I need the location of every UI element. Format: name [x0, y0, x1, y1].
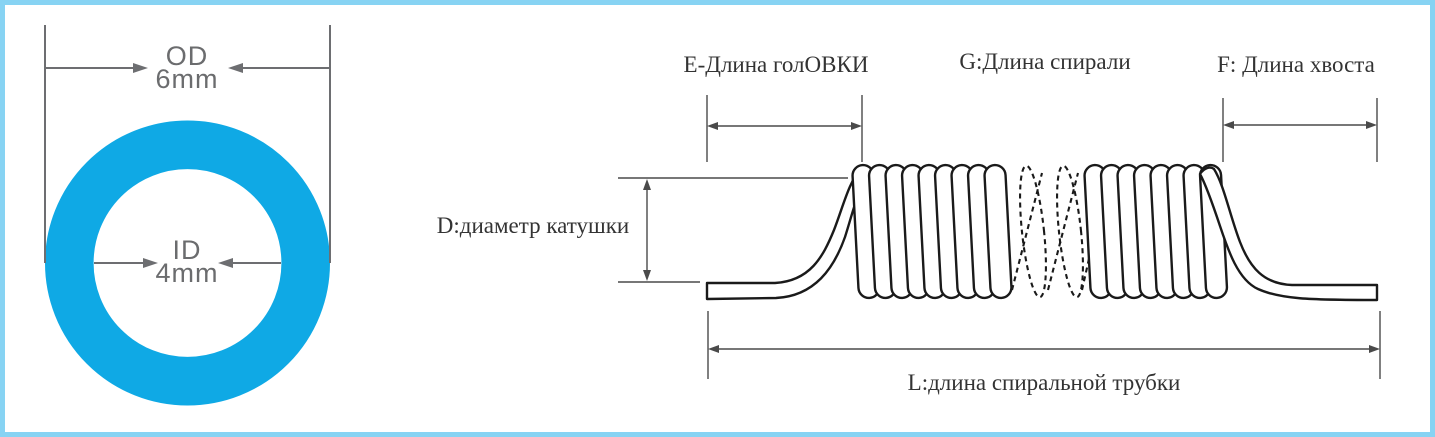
head-length-label: Е-Длина голОВКИ	[683, 52, 869, 77]
l-arrowhead-right	[1369, 345, 1380, 353]
id-dimension	[94, 258, 281, 268]
head-tube	[705, 167, 871, 301]
f-arrowhead-left	[1223, 121, 1234, 129]
id-arrowhead-right	[218, 258, 233, 268]
hidden-loop	[1019, 164, 1047, 299]
e-arrowhead-right	[851, 122, 862, 130]
hidden-loop-back-line	[1010, 172, 1044, 291]
id-label: ID	[172, 235, 202, 265]
tail-length-label: F: Длина хвоста	[1217, 52, 1375, 77]
l-dimension	[707, 311, 1381, 379]
coil-loops-front	[851, 163, 1013, 300]
f-dimension	[1222, 98, 1378, 162]
coil-drawing	[705, 163, 1379, 302]
tube-cross-section	[44, 25, 331, 406]
od-dimension	[44, 25, 331, 263]
d-arrowhead-bottom	[643, 270, 651, 281]
od-label: OD	[165, 41, 209, 71]
l-arrowhead-left	[708, 345, 719, 353]
coil-diameter-label: D:диаметр катушки	[436, 213, 630, 238]
tube-ring	[45, 120, 330, 406]
id-arrowhead-left	[143, 258, 158, 268]
od-label-block: OD 6mm	[102, 41, 272, 94]
e-dimension	[706, 95, 863, 162]
id-value: 4mm	[155, 258, 219, 288]
hidden-loop	[1056, 164, 1084, 299]
od-arrowhead-left	[133, 63, 148, 73]
od-arrowhead-right	[228, 63, 243, 73]
d-arrowhead-top	[643, 179, 651, 190]
hidden-loop-back-line	[1046, 172, 1080, 291]
spiral-length-label: G:Длина спирали	[959, 49, 1131, 74]
total-length-label: L:длина спиральной трубки	[907, 370, 1181, 395]
od-value: 6mm	[155, 64, 219, 94]
id-label-block: ID 4mm	[102, 235, 272, 288]
coil-loops-front	[1083, 163, 1229, 300]
f-arrowhead-right	[1366, 121, 1377, 129]
coil-dimensions	[618, 95, 1381, 379]
e-arrowhead-left	[707, 122, 718, 130]
tail-tube	[1198, 166, 1379, 302]
d-dimension	[618, 177, 848, 283]
